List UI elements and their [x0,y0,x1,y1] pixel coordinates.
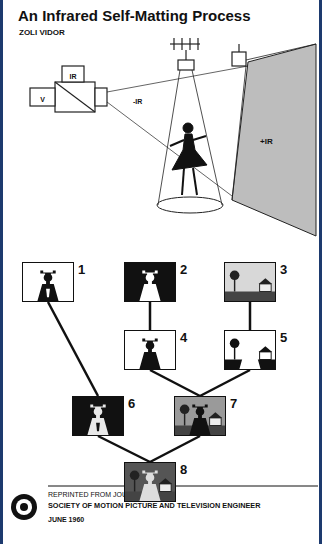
diagram-label: IR [70,73,77,81]
diagram-label: V [40,96,45,104]
light-rig [170,38,246,70]
diagram-label: -IR [132,98,143,106]
background-scene [225,271,275,301]
footer-text: JUNE 1960 [48,516,84,524]
process-line [48,302,98,396]
performer-figure [170,123,207,195]
light-pool [157,197,223,213]
frame-edge [319,0,322,544]
image-panel: 8 [124,462,176,502]
rule [48,486,318,487]
subject-silhouette [239,339,260,369]
footer-text: SOCIETY OF MOTION PICTURE AND TELEVISION… [48,502,260,510]
background-scene [125,471,175,501]
diagram-label: +IR [260,138,273,147]
panel-picture [175,397,225,435]
panel-number: 1 [78,263,85,276]
panel-picture [23,263,73,301]
subject-silhouette [189,405,210,435]
panel-number: 7 [230,397,237,410]
frame-edge [0,0,3,544]
society-emblem [11,494,37,520]
image-panel: 4 [124,330,176,370]
panel-number: 6 [128,397,135,410]
process-line [149,302,152,330]
panel-picture [225,331,275,369]
image-panel: 6 [72,396,124,436]
process-line [98,436,150,462]
background-scene [225,339,275,369]
process-line [150,370,200,396]
panel-number: 5 [280,331,287,344]
backing-screen [232,44,316,236]
image-panel: 5 [224,330,276,370]
image-panel: 2 [124,262,176,302]
panel-number: 3 [280,263,287,276]
process-line [200,370,250,396]
author: ZOLI VIDOR [19,29,65,38]
subject-silhouette [37,271,58,301]
panel-number: 4 [180,331,187,344]
sight-line [107,66,248,196]
panel-picture [125,463,175,501]
image-panel: 1 [22,262,74,302]
subject-silhouette [87,405,108,435]
title: An Infrared Self-Matting Process [18,8,251,25]
background-scene [175,405,225,435]
subject-silhouette [139,271,160,301]
subject-silhouette [139,471,160,501]
panel-picture [225,263,275,301]
beam-splitter-camera [30,66,107,112]
subject-silhouette [139,339,160,369]
panel-number: 2 [180,263,187,276]
panel-picture [125,331,175,369]
panel-picture [73,397,123,435]
panel-number: 8 [180,463,187,476]
process-line [249,302,252,330]
image-panel: 7 [174,396,226,436]
image-panel: 3 [224,262,276,302]
panel-picture [125,263,175,301]
process-line [150,436,200,462]
